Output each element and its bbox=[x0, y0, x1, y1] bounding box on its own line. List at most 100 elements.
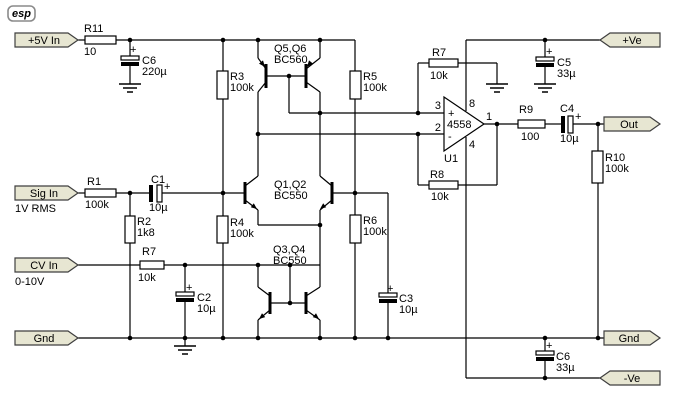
resistor-bodies bbox=[84, 35, 604, 270]
junction-dot bbox=[542, 37, 548, 43]
label-C5-value: 33µ bbox=[557, 68, 576, 80]
tag-sig-label: Sig In bbox=[30, 188, 58, 200]
transistor-Q6-emitter-arrow bbox=[307, 60, 313, 67]
cap-C4-plate-pos bbox=[567, 115, 574, 134]
junction-dot bbox=[494, 121, 500, 127]
junction-dot bbox=[287, 262, 293, 268]
ground-symbol bbox=[119, 83, 141, 93]
wire bbox=[319, 175, 333, 187]
junction-dot bbox=[415, 110, 421, 116]
tag-cv-label: CV In bbox=[30, 260, 58, 272]
transistor-bars bbox=[243, 64, 334, 314]
label-R4-value: 100k bbox=[230, 228, 254, 240]
resistor-R2-body bbox=[124, 215, 136, 244]
label-Q12-part: BC550 bbox=[274, 190, 308, 202]
label-opamp-pin1: 1 bbox=[486, 111, 492, 123]
junction-dot bbox=[127, 190, 133, 196]
wire bbox=[257, 286, 271, 297]
label-Q56-part: BC560 bbox=[274, 54, 308, 66]
resistor-R7cv-body bbox=[139, 260, 165, 270]
label-R8-value: 10k bbox=[431, 191, 449, 203]
resistor-R1-body bbox=[84, 188, 117, 198]
cap-C1-plate-neg bbox=[149, 185, 153, 202]
label-opamp-minus: - bbox=[448, 131, 452, 143]
junction-dot bbox=[220, 335, 226, 341]
label-C6b-value: 33µ bbox=[556, 362, 575, 374]
label-R3-value: 100k bbox=[230, 82, 254, 94]
tag-plus-ve-label: +Ve bbox=[622, 35, 641, 47]
junction-dot bbox=[182, 335, 188, 341]
label-opamp-pin2: 2 bbox=[435, 122, 441, 134]
label-C6a-value: 220µ bbox=[142, 66, 167, 78]
ground-symbol bbox=[534, 83, 556, 93]
junction-dot bbox=[255, 131, 261, 137]
wire bbox=[244, 175, 259, 187]
junction-dot bbox=[286, 73, 292, 79]
ground-symbol bbox=[486, 83, 508, 93]
label-Q34-ref: Q3,Q4 bbox=[273, 244, 305, 256]
component-labels: R11 10 + C6 220µ R3 100k R5 100k Q5,Q6 B… bbox=[84, 23, 629, 374]
tag-minus-ve bbox=[598, 370, 661, 386]
cap-C3-plate-pos bbox=[378, 292, 398, 298]
label-opamp-pin8: 8 bbox=[469, 98, 475, 110]
label-C4-ref: C4 bbox=[560, 103, 574, 115]
tag-gnd-left-label: Gnd bbox=[34, 333, 55, 345]
cv-in-sublabel: 0-10V bbox=[15, 276, 45, 288]
sig-in-sublabel: 1V RMS bbox=[15, 203, 56, 215]
cap-C5-plate-neg bbox=[536, 63, 554, 67]
junction-dot bbox=[595, 121, 601, 127]
label-R8-ref: R8 bbox=[430, 169, 444, 181]
junction-dot bbox=[220, 190, 226, 196]
label-R2-ref: R2 bbox=[137, 216, 151, 228]
resistor-R3-body bbox=[216, 70, 229, 100]
tag-plus5v-label: +5V In bbox=[28, 35, 60, 47]
label-C3-value: 10µ bbox=[399, 304, 418, 316]
cap-C3-plate-neg bbox=[379, 299, 397, 303]
label-R7cv-value: 10k bbox=[138, 272, 156, 284]
resistor-R7op-body bbox=[428, 58, 459, 68]
junction-dot bbox=[127, 37, 133, 43]
junction-dot bbox=[255, 262, 261, 268]
tag-plus-ve bbox=[598, 32, 661, 48]
resistor-R9-body bbox=[517, 119, 546, 129]
wire bbox=[305, 81, 321, 93]
junction-dot bbox=[127, 335, 133, 341]
tag-cv-in bbox=[14, 257, 80, 273]
cap-C4-plate-neg bbox=[561, 116, 565, 133]
transistor-Q4-emitter-arrow bbox=[312, 313, 319, 319]
label-Q12-ref: Q1,Q2 bbox=[274, 179, 306, 191]
esp-logo: esp bbox=[7, 5, 36, 22]
tag-minus-ve-label: -Ve bbox=[624, 373, 641, 385]
cap-C5-plate-pos bbox=[535, 56, 555, 62]
label-R10-value: 100k bbox=[605, 163, 629, 175]
label-R5-value: 100k bbox=[363, 82, 387, 94]
label-R11-value: 10 bbox=[84, 46, 96, 58]
esp-logo-border bbox=[7, 5, 36, 22]
junction-dot bbox=[385, 335, 391, 341]
ground-symbols bbox=[119, 83, 556, 355]
junction-dot bbox=[542, 335, 548, 341]
cap-C6b-plate-neg bbox=[536, 357, 554, 361]
esp-logo-text: esp bbox=[12, 8, 31, 20]
resistor-R8-body bbox=[428, 180, 459, 190]
label-C2-ref: C2 bbox=[197, 292, 211, 304]
label-R7op-value: 10k bbox=[430, 70, 448, 82]
label-C4-plus: + bbox=[575, 111, 581, 123]
label-opamp-ref: U1 bbox=[444, 153, 458, 165]
label-C2-value: 10µ bbox=[197, 303, 216, 315]
junction-dot bbox=[317, 335, 323, 341]
label-C1-ref: C1 bbox=[151, 174, 165, 186]
junction-dot bbox=[415, 131, 421, 137]
label-opamp-part: 4558 bbox=[447, 119, 471, 131]
label-opamp-plus: + bbox=[448, 108, 454, 120]
label-opamp-pin4: 4 bbox=[469, 139, 475, 151]
cap-C1-plate-pos bbox=[156, 184, 163, 203]
label-C3-ref: C3 bbox=[399, 293, 413, 305]
label-C6a-ref: C6 bbox=[142, 55, 156, 67]
capacitor-plates bbox=[120, 55, 574, 361]
label-C5-ref: C5 bbox=[557, 57, 571, 69]
label-C1-value: 10µ bbox=[149, 202, 168, 214]
label-C1-plus: + bbox=[164, 181, 170, 193]
